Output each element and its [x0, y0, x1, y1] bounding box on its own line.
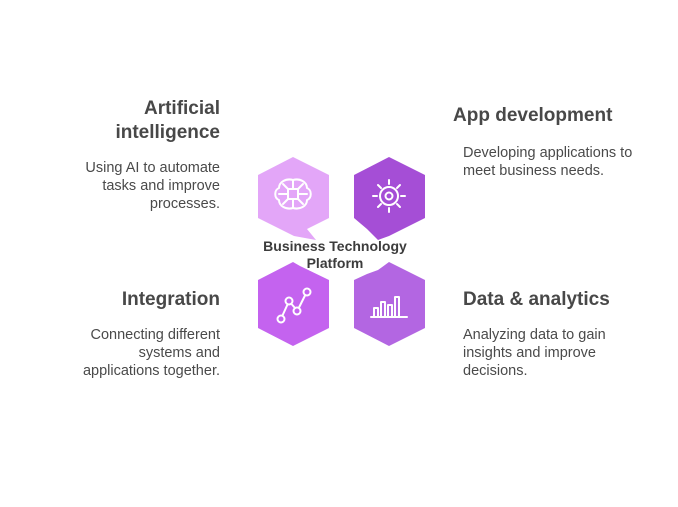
hexagon-integration	[258, 262, 329, 346]
gear-icon	[372, 179, 406, 213]
description-data-analytics: Analyzing data to gain insights and impr…	[463, 327, 606, 379]
description-artificial-intelligence: Using AI to automate tasks and improve p…	[85, 160, 220, 212]
hexagon-app-development	[354, 157, 425, 240]
title-data-analytics: Data & analytics	[463, 289, 610, 310]
hexagon-data-analytics	[354, 262, 425, 346]
description-integration: Connecting different systems and applica…	[82, 327, 220, 379]
hexagon-artificial-intelligence	[258, 157, 329, 240]
title-artificial-intelligence: Artificial intelligence	[115, 98, 220, 143]
connected-nodes-icon	[276, 287, 312, 324]
brain-chip-icon	[274, 178, 312, 210]
description-app-development: Developing applications to meet business…	[463, 145, 633, 179]
hexagon-shape	[258, 262, 329, 346]
title-integration: Integration	[121, 289, 220, 310]
title-app-development: App development	[453, 105, 613, 126]
bar-chart-icon	[370, 296, 408, 318]
center-label: Business Technology Platform	[263, 238, 407, 271]
